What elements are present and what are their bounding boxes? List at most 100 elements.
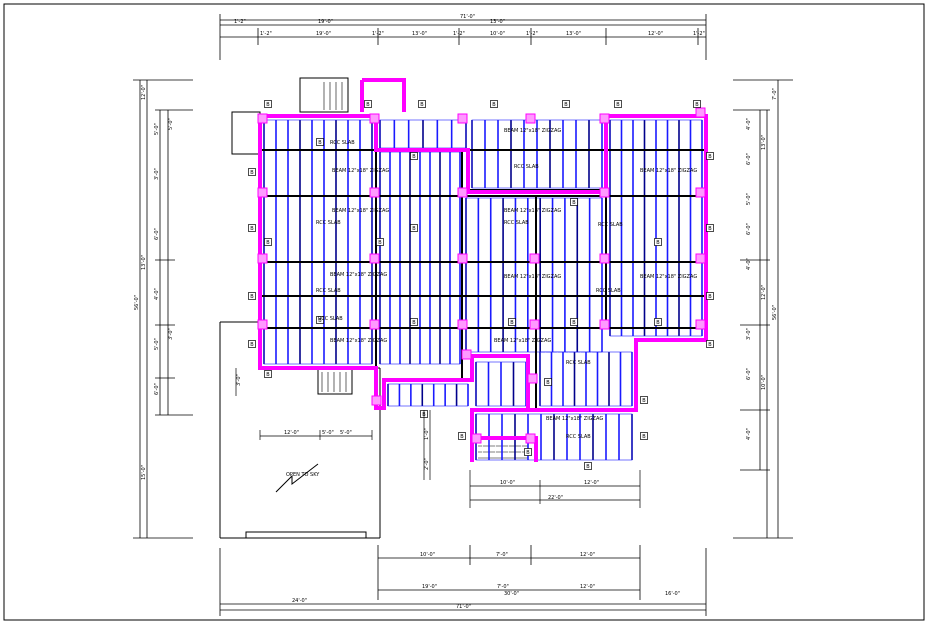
- joist-note: BEAM 12"x18" ZIGZAG: [504, 128, 561, 134]
- slab-note: RCC SLAB: [566, 434, 591, 440]
- grid-tag: B: [490, 100, 498, 108]
- grid-tag-text: B: [366, 102, 370, 108]
- grid-tag: B: [248, 224, 256, 232]
- grid-tag: B: [706, 224, 714, 232]
- grid-tag: B: [640, 396, 648, 404]
- right-sub-dim-4: 7'-0": [772, 88, 778, 100]
- bottom-row3-dim-2: 30'-0": [504, 591, 519, 597]
- column: [599, 187, 610, 198]
- column: [257, 113, 268, 124]
- column: [457, 319, 468, 330]
- column: [599, 253, 610, 264]
- grid-tag: B: [614, 100, 622, 108]
- grid-tag-text: B: [656, 320, 660, 326]
- grid-tag: B: [544, 378, 552, 386]
- joist-note: BEAM 12"x18" ZIGZAG: [330, 272, 387, 278]
- column: [695, 319, 706, 330]
- top-small-dim: 1'-2": [453, 31, 465, 37]
- top-small-dim: 1'-2": [372, 31, 384, 37]
- dimension-labels: 71'-0" 19'-0" 13'-0" 19'-0" 13'-0" 10'-0…: [134, 14, 778, 610]
- bottom-row2-dim-2: 7'-0": [497, 584, 509, 590]
- joist-note: BEAM 12"x18" ZIGZAG: [546, 416, 603, 422]
- top-sub-dim-2: 13'-0": [412, 31, 427, 37]
- column: [695, 253, 706, 264]
- bottom-row1-dim-1: 10'-0": [420, 552, 435, 558]
- grid-tag: B: [410, 152, 418, 160]
- grid-tag-text: B: [378, 240, 382, 246]
- grid-tag-text: B: [572, 200, 576, 206]
- columns: [257, 107, 706, 444]
- column: [527, 373, 538, 384]
- grid-tag-text: B: [708, 154, 712, 160]
- top-sub-dim-1: 19'-0": [316, 31, 331, 37]
- left-small-dim: 3'-0": [168, 328, 174, 340]
- left-small-dim: 5'-0": [154, 338, 160, 350]
- column: [695, 187, 706, 198]
- bottom-row3-dim-1: 24'-0": [292, 598, 307, 604]
- joist-note: BEAM 12"x18" ZIGZAG: [332, 208, 389, 214]
- small-vertical-dim: 1'-0": [424, 428, 430, 440]
- right-sub-dim-2: 12'-0": [761, 285, 767, 300]
- right-small-dim: 4'-0": [746, 428, 752, 440]
- top-sub-dim-3: 10'-0": [490, 31, 505, 37]
- grid-tag-text: B: [642, 398, 646, 404]
- grid-tag-text: B: [250, 342, 254, 348]
- column: [599, 113, 610, 124]
- column: [371, 395, 382, 406]
- bottom-row1-dim-2: 7'-0": [496, 552, 508, 558]
- column: [257, 187, 268, 198]
- left-small-dim: 5'-0": [168, 118, 174, 130]
- grid-tag: B: [508, 318, 516, 326]
- top-small-dim: 1'-2": [260, 31, 272, 37]
- joist-note: BEAM 12"x18" ZIGZAG: [494, 338, 551, 344]
- slab-panel: [609, 119, 703, 337]
- top-small-dim: 1'-2": [234, 19, 246, 25]
- column: [257, 253, 268, 264]
- column: [369, 187, 380, 198]
- small-vertical-dim: 3'-0": [236, 374, 242, 386]
- grid-tag-text: B: [708, 226, 712, 232]
- column: [529, 253, 540, 264]
- stair-dim-3: 5'-0": [340, 430, 352, 436]
- grid-tag-text: B: [318, 140, 322, 146]
- right-small-dim: 4'-0": [746, 118, 752, 130]
- grid-tag-text: B: [420, 102, 424, 108]
- grid-tag-text: B: [412, 226, 416, 232]
- small-vertical-dim: 2'-0": [424, 458, 430, 470]
- stair-treads: [321, 82, 528, 459]
- grid-tag: B: [248, 292, 256, 300]
- grid-tag-text: B: [266, 102, 270, 108]
- column: [471, 433, 482, 444]
- right-small-dim: 6'-0": [746, 368, 752, 380]
- grid-tag-text: B: [616, 102, 620, 108]
- slab-panel: [539, 351, 633, 407]
- grid-tag-text: B: [250, 294, 254, 300]
- right-small-dim: 4'-0": [746, 258, 752, 270]
- right-small-dim: 3'-0": [746, 328, 752, 340]
- lower-dim-3: 22'-0": [548, 495, 563, 501]
- grid-tag-text: B: [412, 320, 416, 326]
- stair-dim-2: 5'-0": [322, 430, 334, 436]
- grid-tag: B: [410, 318, 418, 326]
- bottom-row3-dim-3: 16'-0": [665, 591, 680, 597]
- top-overall-dim: 71'-0": [460, 14, 475, 20]
- slab-note: RCC SLAB: [316, 288, 341, 294]
- top-mid-dim-1: 19'-0": [318, 19, 333, 25]
- grid-tag-text: B: [546, 380, 550, 386]
- top-sub-dim-4: 13'-0": [566, 31, 581, 37]
- grid-tag-text: B: [586, 464, 590, 470]
- right-small-dim: 6'-0": [746, 153, 752, 165]
- slab-note: RCC SLAB: [598, 222, 623, 228]
- joist-note: BEAM 12"x18" ZIGZAG: [504, 274, 561, 280]
- grid-tag-text: B: [656, 240, 660, 246]
- left-overall-dim: 56'-0": [134, 295, 140, 310]
- column: [529, 319, 540, 330]
- grid-tag-text: B: [708, 294, 712, 300]
- grid-tag: B: [248, 168, 256, 176]
- grid-tag: B: [418, 100, 426, 108]
- column: [457, 187, 468, 198]
- grid-tag: B: [264, 370, 272, 378]
- grid-tag-text: B: [250, 170, 254, 176]
